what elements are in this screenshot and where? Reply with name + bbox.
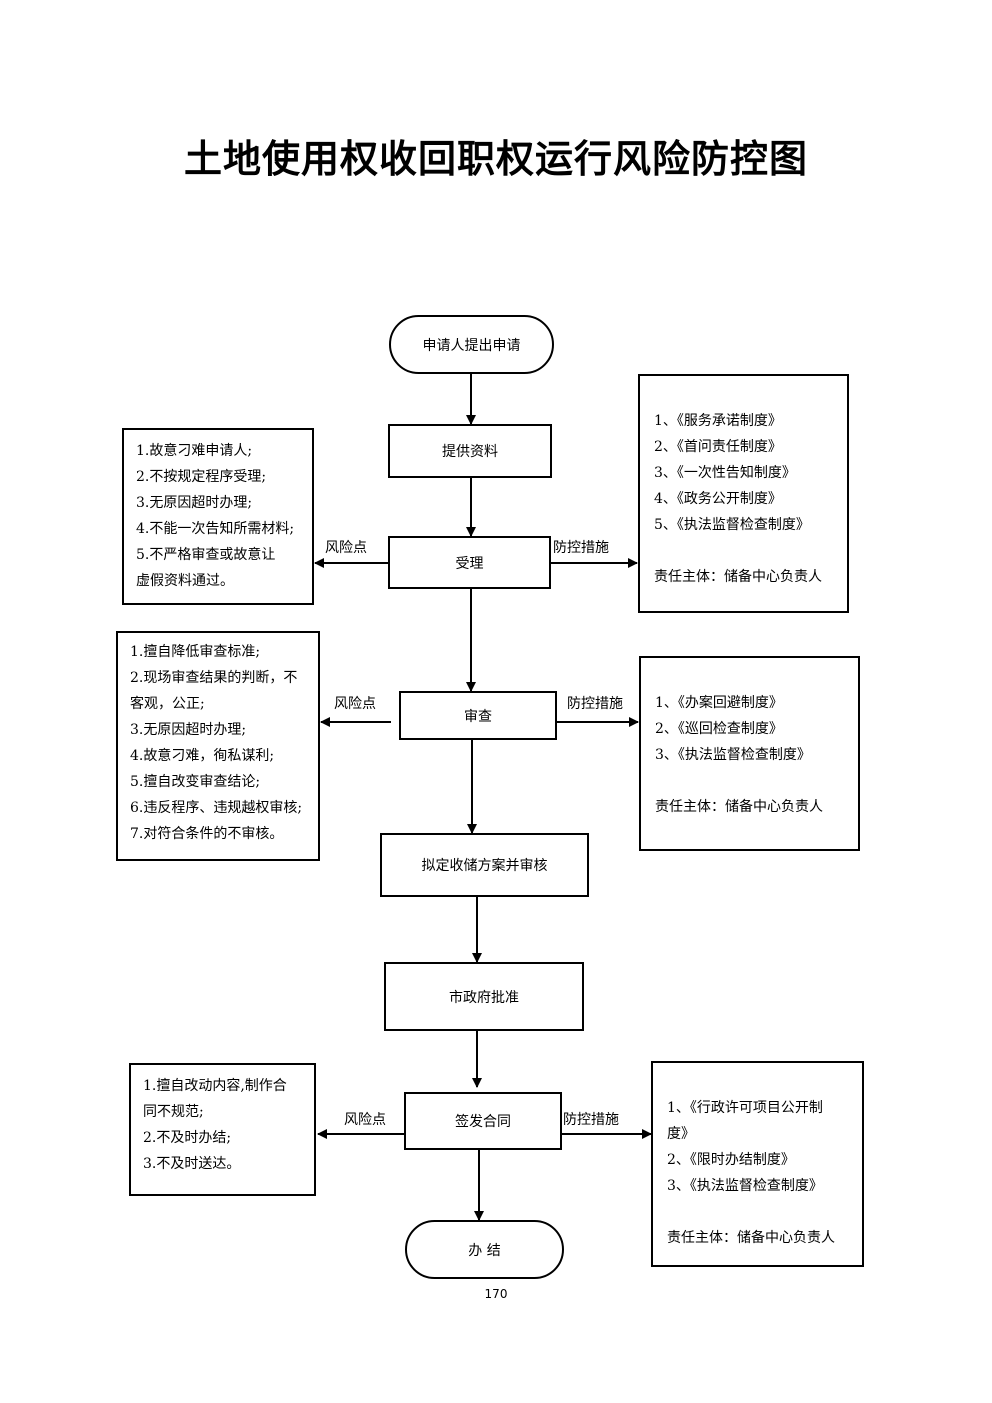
control-item: 1、《服务承诺制度》: [654, 413, 782, 429]
control-item: 度》: [667, 1126, 695, 1142]
control-label-sign: 防控措施: [563, 1112, 619, 1128]
risk-item: 6.违反程序、违规越权审核;: [130, 800, 303, 816]
responsible-party: 责任主体：储备中心负责人: [655, 799, 823, 815]
node-provide-materials: 提供资料: [388, 424, 552, 478]
control-panel-sign: 1、《行政许可项目公开制 度》 2、《限时办结制度》 3、《执法监督检查制度》 …: [651, 1061, 864, 1267]
risk-item: 虚假资料通过。: [136, 573, 234, 589]
risk-item: 2.现场审查结果的判断，不: [130, 670, 298, 686]
risk-item: 3.不及时送达。: [143, 1156, 241, 1172]
risk-label-review: 风险点: [334, 696, 376, 712]
risk-item: 5.擅自改变审查结论;: [130, 774, 261, 790]
risk-item: 4.不能一次告知所需材料;: [136, 521, 295, 537]
control-item: 1、《办案回避制度》: [655, 695, 783, 711]
risk-item: 1.故意刁难申请人;: [136, 443, 253, 459]
risk-panel-accept: 1.故意刁难申请人; 2.不按规定程序受理; 3.无原因超时办理; 4.不能一次…: [122, 428, 314, 605]
control-item: 1、《行政许可项目公开制: [667, 1100, 823, 1116]
risk-item: 客观，公正;: [130, 696, 205, 712]
risk-item: 7.对符合条件的不审核。: [130, 826, 284, 842]
responsible-party: 责任主体：储备中心负责人: [667, 1230, 835, 1246]
control-label-accept: 防控措施: [553, 540, 609, 556]
risk-item: 2.不按规定程序受理;: [136, 469, 267, 485]
risk-item: 1.擅自降低审查标准;: [130, 644, 261, 660]
risk-item: 2.不及时办结;: [143, 1130, 232, 1146]
risk-item: 5.不严格审查或故意让: [136, 547, 276, 563]
control-item: 2、《限时办结制度》: [667, 1152, 795, 1168]
control-item: 2、《巡回检查制度》: [655, 721, 783, 737]
control-item: 5、《执法监督检查制度》: [654, 517, 810, 533]
risk-label-sign: 风险点: [344, 1112, 386, 1128]
risk-item: 4.故意刁难，徇私谋利;: [130, 748, 275, 764]
risk-item: 3.无原因超时办理;: [136, 495, 253, 511]
risk-item: 3.无原因超时办理;: [130, 722, 247, 738]
risk-panel-sign: 1.擅自改动内容,制作合 同不规范; 2.不及时办结; 3.不及时送达。: [129, 1063, 316, 1196]
node-start: 申请人提出申请: [389, 315, 554, 374]
control-item: 3、《执法监督检查制度》: [655, 747, 811, 763]
node-sign-contract: 签发合同: [404, 1092, 562, 1150]
node-draft-plan: 拟定收储方案并审核: [380, 833, 589, 897]
control-panel-review: 1、《办案回避制度》 2、《巡回检查制度》 3、《执法监督检查制度》 责任主体：…: [639, 656, 860, 851]
control-item: 3、《一次性告知制度》: [654, 465, 796, 481]
risk-item: 1.擅自改动内容,制作合: [143, 1078, 287, 1094]
node-accept: 受理: [388, 536, 551, 589]
risk-item: 同不规范;: [143, 1104, 204, 1120]
responsible-party: 责任主体：储备中心负责人: [654, 569, 822, 585]
page-number: 170: [484, 1287, 508, 1301]
node-end: 办 结: [405, 1220, 564, 1279]
control-item: 3、《执法监督检查制度》: [667, 1178, 823, 1194]
control-panel-accept: 1、《服务承诺制度》 2、《首问责任制度》 3、《一次性告知制度》 4、《政务公…: [638, 374, 849, 613]
risk-label-accept: 风险点: [325, 540, 367, 556]
control-item: 2、《首问责任制度》: [654, 439, 782, 455]
node-review: 审查: [399, 691, 557, 740]
node-government-approval: 市政府批准: [384, 962, 584, 1031]
control-item: 4、《政务公开制度》: [654, 491, 782, 507]
control-label-review: 防控措施: [567, 696, 623, 712]
page-title: 土地使用权收回职权运行风险防控图: [183, 136, 808, 181]
risk-panel-review: 1.擅自降低审查标准; 2.现场审查结果的判断，不 客观，公正; 3.无原因超时…: [116, 631, 320, 861]
